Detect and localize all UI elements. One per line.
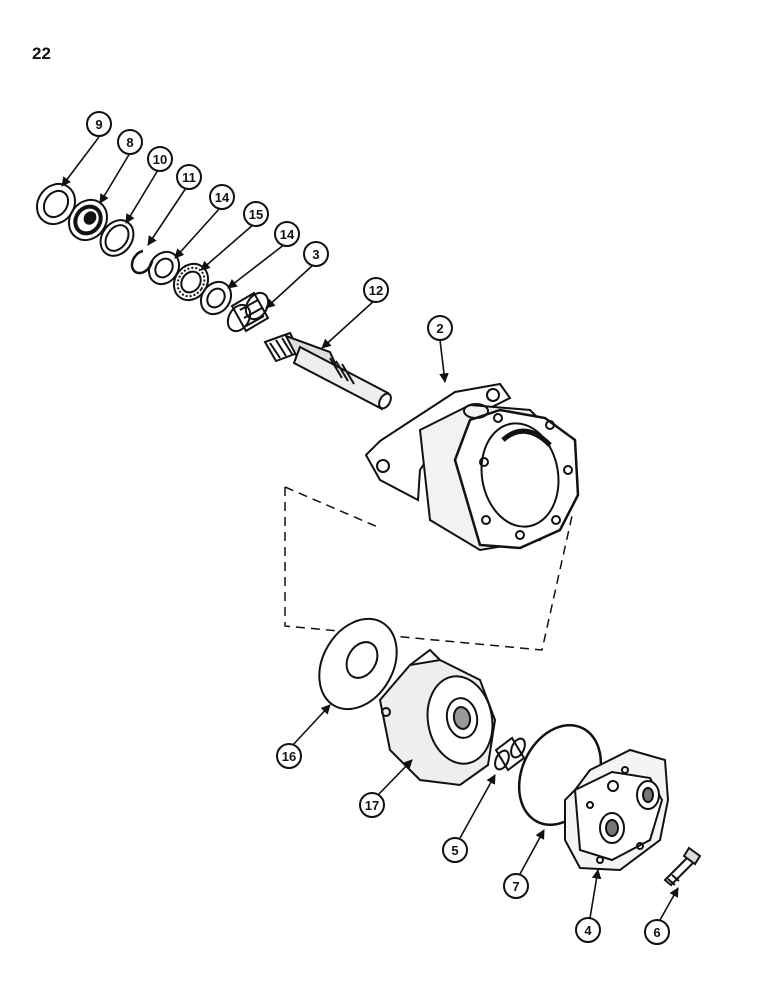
part-6-bolt	[663, 846, 702, 887]
callout-6: 6	[644, 919, 670, 945]
callout-10: 10	[147, 146, 173, 172]
part-16-thrust-plate	[318, 617, 398, 711]
part-2-motor-housing	[364, 382, 580, 552]
assembly-dashed-outline	[284, 487, 573, 651]
part-5-bushing	[494, 736, 526, 772]
callout-14-a-label: 14	[215, 190, 230, 205]
callout-14-b: 14	[274, 221, 300, 247]
page-number: 22	[32, 44, 51, 63]
callout-11: 11	[176, 164, 202, 190]
callout-2: 2	[427, 315, 453, 341]
part-4-end-cover	[564, 748, 670, 872]
callout-8-label: 8	[126, 135, 133, 150]
callout-15: 15	[243, 201, 269, 227]
callout-14-a: 14	[209, 184, 235, 210]
callout-17-label: 17	[365, 798, 379, 813]
callout-11-label: 11	[182, 170, 196, 185]
part-17-gerotor-set	[378, 648, 497, 787]
callout-12: 12	[363, 277, 389, 303]
callout-4-label: 4	[584, 923, 592, 938]
callout-16: 16	[276, 743, 302, 769]
callout-4: 4	[575, 917, 601, 943]
assembly-dashed-outline-top	[284, 486, 381, 529]
callout-2-label: 2	[436, 321, 443, 336]
callout-7-label: 7	[512, 879, 519, 894]
callout-3-label: 3	[312, 247, 319, 262]
part-12-shaft	[263, 331, 392, 411]
callout-8: 8	[117, 129, 143, 155]
part-3-needle-bearing	[226, 291, 270, 333]
part-14-thrust-washer-b	[199, 280, 233, 316]
callout-16-label: 16	[282, 749, 296, 764]
callout-10-label: 10	[153, 152, 167, 167]
callout-5: 5	[442, 837, 468, 863]
callout-3: 3	[303, 241, 329, 267]
callout-6-label: 6	[653, 925, 660, 940]
callout-17: 17	[359, 792, 385, 818]
callout-14-b-label: 14	[280, 227, 295, 242]
callout-15-label: 15	[249, 207, 263, 222]
callout-12-label: 12	[369, 283, 383, 298]
callout-9: 9	[86, 111, 112, 137]
callout-5-label: 5	[451, 843, 458, 858]
callout-9-label: 9	[95, 117, 102, 132]
callout-7: 7	[503, 873, 529, 899]
